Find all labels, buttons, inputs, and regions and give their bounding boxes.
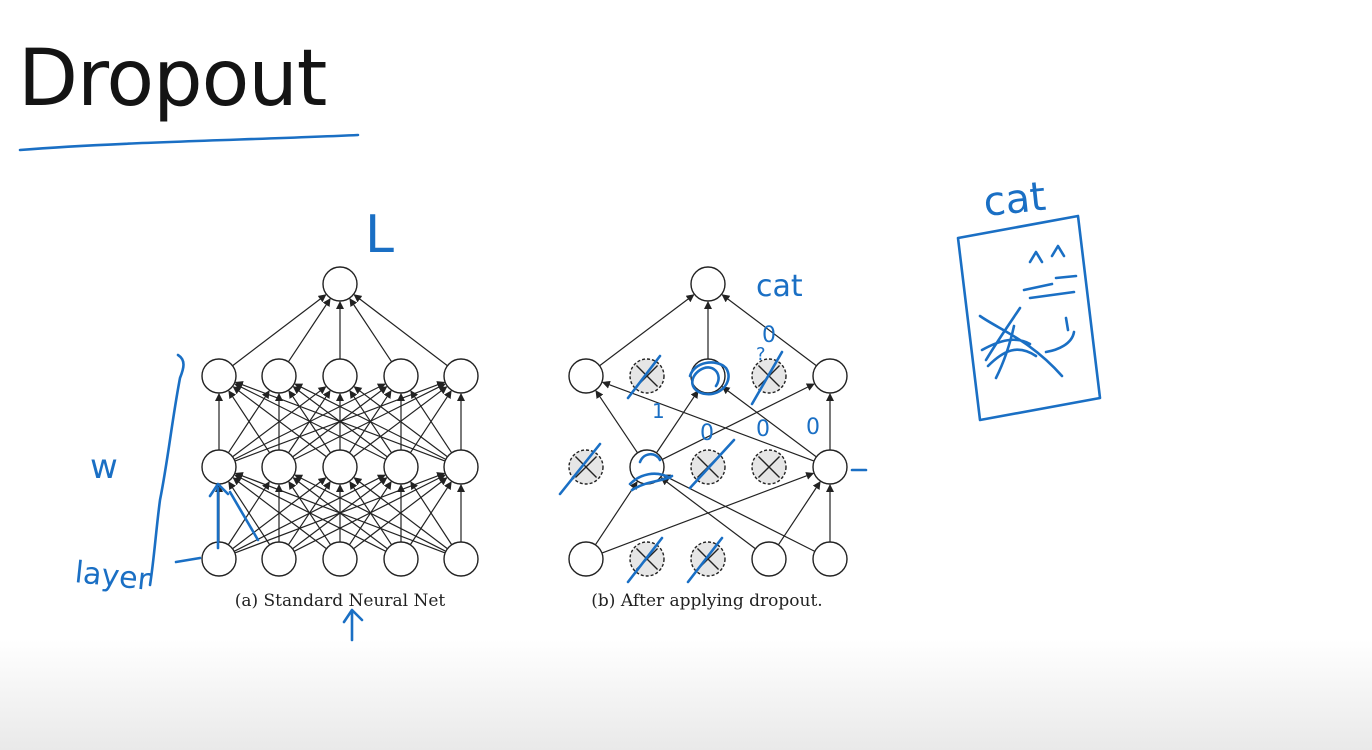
node-a-input-2 (261, 541, 297, 577)
caption-b: (b) After applying dropout. (591, 591, 822, 611)
edge-b-in4-h22 (660, 477, 756, 550)
annotation-zero-4: 0 (806, 415, 820, 440)
node-b-input-4 (751, 541, 787, 577)
annotation-zero-2: 0 (700, 421, 714, 446)
title-underline (18, 133, 360, 152)
edge-b-in4-h25 (777, 481, 821, 546)
edge-a-h24-h11 (234, 383, 387, 460)
cat-image-frame (956, 214, 1102, 422)
edge-a-h25-h14 (410, 390, 453, 454)
annotation-zero-1: 0 (762, 323, 776, 348)
edge-a-in5-h21 (234, 472, 446, 554)
node-a-h1-3 (322, 358, 358, 394)
edge-a-in2-h21 (228, 481, 271, 546)
node-a-input-4 (383, 541, 419, 577)
annotation-cat-image: cat (981, 174, 1048, 226)
node-a-h2-1 (201, 449, 237, 485)
edge-a-in5-h24 (410, 481, 453, 546)
annotation-brace (148, 353, 185, 587)
node-b-h1-5 (812, 358, 848, 394)
edge-a-in5-h22 (294, 474, 447, 552)
node-a-h2-4 (383, 449, 419, 485)
node-b-h2-5 (812, 449, 848, 485)
node-a-input-3 (322, 541, 358, 577)
caption-a: (a) Standard Neural Net (235, 591, 446, 611)
edge-a-h23-h11 (232, 386, 327, 458)
edge-b-h22-h11 (595, 390, 639, 454)
bottom-fade (0, 640, 1372, 750)
edge-a-h25-h11 (234, 381, 446, 462)
strike-h2-3 (688, 438, 736, 490)
annotation-question: ? (756, 344, 766, 365)
annotation-zero-3: 0 (756, 417, 770, 442)
net-a-nodes (201, 266, 479, 577)
scribble-h1-3 (688, 361, 730, 396)
node-a-h2-5 (443, 449, 479, 485)
node-b-output (690, 266, 726, 302)
node-b-input-5 (812, 541, 848, 577)
annotation-one: 1 (652, 399, 665, 423)
edge-b-in5-h22 (662, 474, 816, 552)
strike-h1-2 (626, 354, 662, 400)
annotation-cat-network: cat (756, 269, 803, 304)
annotation-w: w (90, 447, 118, 487)
net-b-nodes (568, 266, 848, 577)
node-b-h2-4-cross (757, 455, 781, 479)
node-a-h1-4 (383, 358, 419, 394)
node-a-output (322, 266, 358, 302)
strike-h2-1 (558, 442, 602, 496)
edge-a-in4-h21 (234, 474, 387, 552)
edge-a-in5-h23 (353, 477, 448, 550)
edge-a-h25-h12 (294, 383, 447, 460)
slide-title: Dropout (18, 34, 327, 124)
edge-b-h22-h13 (655, 390, 699, 454)
edge-b-h15-out (721, 294, 817, 367)
edge-b-h25-h13 (721, 386, 817, 458)
scribble-h2-2 (628, 452, 674, 492)
node-a-h2-3 (322, 449, 358, 485)
node-a-h1-1 (201, 358, 237, 394)
annotation-up-arrow-a2 (228, 490, 260, 542)
edge-a-in3-h21 (232, 477, 327, 550)
node-b-h2-1-cross (574, 455, 598, 479)
edge-b-h25-h11 (601, 380, 815, 462)
annotation-letter-L: L (365, 205, 394, 265)
annotation-layer-arrow (174, 556, 202, 564)
annotation-layer: layer (73, 555, 152, 598)
edge-a-h11-out (232, 294, 327, 367)
node-a-h1-2 (261, 358, 297, 394)
annotation-caption-arrow (342, 608, 364, 642)
edge-a-h25-h13 (353, 386, 448, 458)
net-a-edges (215, 294, 465, 554)
cat-ears (1028, 244, 1066, 264)
strike-in-3 (686, 536, 724, 584)
edge-b-in1-h22 (594, 481, 638, 546)
edge-a-h15-out (353, 294, 448, 367)
node-a-h1-5 (443, 358, 479, 394)
node-b-input-1 (568, 541, 604, 577)
node-a-h2-2 (261, 449, 297, 485)
edge-b-h11-out (599, 294, 695, 367)
edge-b-h22-h15 (661, 383, 815, 460)
cat-scribble (978, 306, 1064, 380)
node-b-h1-1 (568, 358, 604, 394)
net-b-edges (594, 294, 834, 554)
strike-in-2 (626, 536, 664, 584)
edge-a-h14-out (349, 298, 393, 363)
node-a-input-5 (443, 541, 479, 577)
cat-whiskers (1022, 274, 1078, 300)
cat-body (1044, 316, 1076, 354)
edge-a-h12-out (287, 298, 331, 363)
strike-h1-4 (750, 350, 784, 406)
edge-a-h22-h11 (228, 390, 271, 454)
annotation-up-arrow-a (208, 482, 230, 550)
